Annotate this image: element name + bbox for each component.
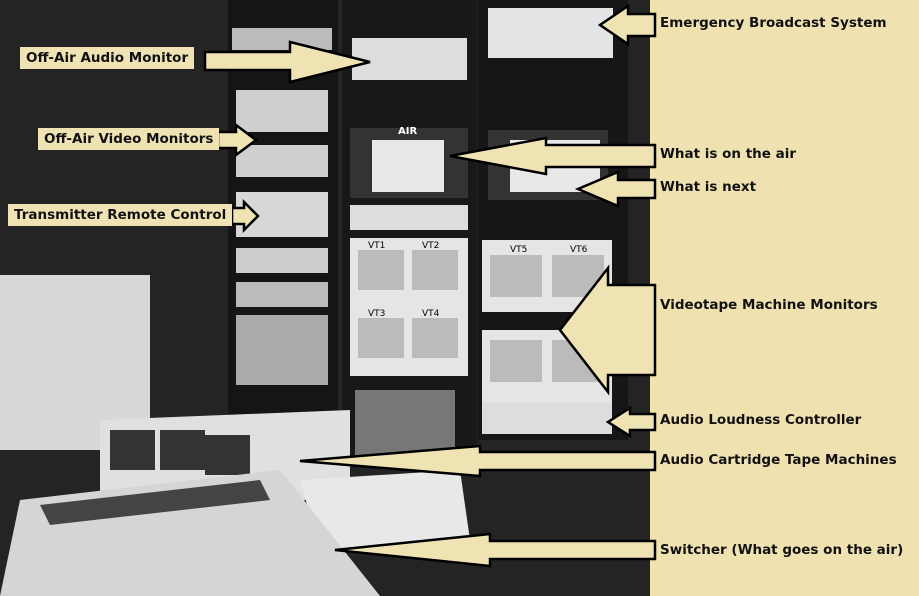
- arrow-next: [574, 170, 657, 208]
- label-what-is-on-the-air: What is on the air: [660, 146, 797, 162]
- label-emergency-broadcast-system: Emergency Broadcast System: [660, 15, 887, 31]
- arrow-off-air-audio: [203, 40, 371, 84]
- arrow-on-air: [449, 136, 657, 176]
- label-audio-cartridge-tape-machines: Audio Cartridge Tape Machines: [660, 452, 897, 468]
- air-tag: AIR: [398, 126, 417, 137]
- arrow-loudness: [605, 405, 657, 439]
- arrow-ebs: [597, 3, 657, 47]
- label-what-is-next: What is next: [660, 179, 757, 195]
- label-audio-loudness-controller: Audio Loudness Controller: [660, 412, 862, 428]
- label-off-air-video-monitors: Off-Air Video Monitors: [38, 128, 220, 150]
- arrow-cartridge: [299, 444, 657, 478]
- label-transmitter-remote-control: Transmitter Remote Control: [8, 204, 233, 226]
- arrow-switcher: [334, 532, 657, 568]
- vt6-tag: VT6: [570, 245, 588, 255]
- vt5-tag: VT5: [510, 245, 527, 255]
- arrow-off-air-video: [216, 122, 259, 158]
- vt2-tag: VT2: [422, 241, 439, 251]
- label-off-air-audio-monitor: Off-Air Audio Monitor: [20, 47, 195, 69]
- vt3-tag: VT3: [368, 309, 385, 319]
- vt1-tag: VT1: [368, 241, 385, 251]
- vt4-tag: VT4: [422, 309, 440, 319]
- arrow-transmitter: [230, 198, 260, 234]
- label-videotape-machine-monitors: Videotape Machine Monitors: [660, 297, 878, 313]
- arrow-videotape: [558, 264, 657, 396]
- label-switcher: Switcher (What goes on the air): [660, 542, 904, 558]
